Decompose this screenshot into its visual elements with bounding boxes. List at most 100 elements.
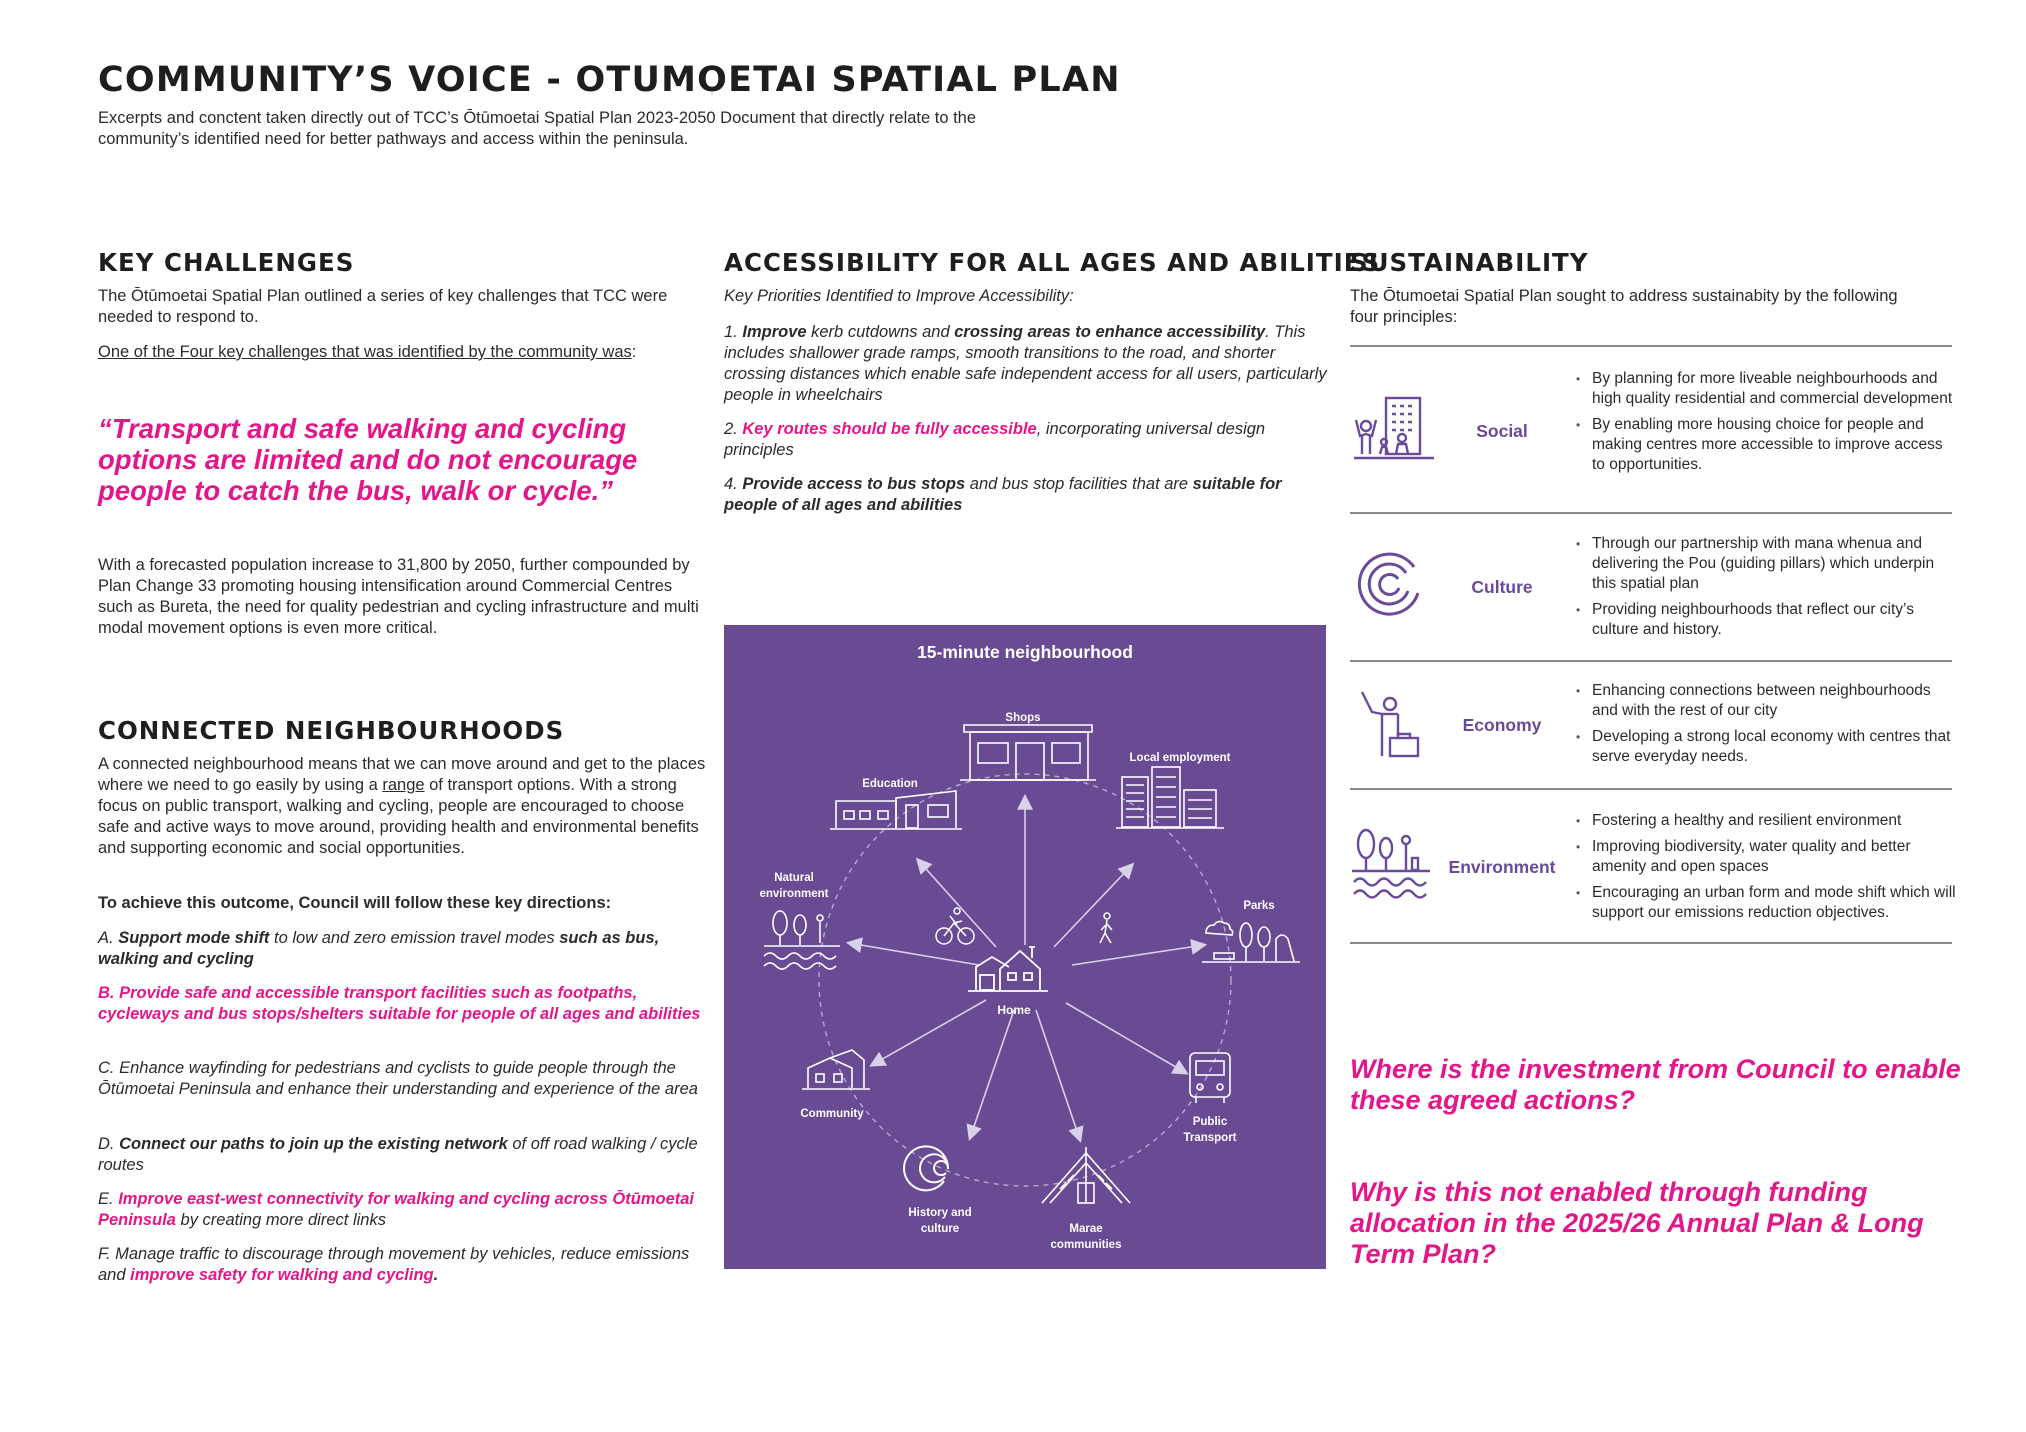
arrow-transport [1065, 1002, 1189, 1075]
divider [1350, 788, 1952, 790]
economy-icon [1360, 691, 1420, 758]
direction-f-pink: improve safety for walking and cycling [130, 1266, 434, 1284]
public-transport-icon [1189, 1052, 1231, 1103]
arrow-education [915, 857, 997, 948]
list-item: Improving biodiversity, water quality an… [1576, 837, 1956, 877]
diagram-title: 15-minute neighbourhood [917, 642, 1133, 662]
sustainability-label-social: Social [1476, 421, 1528, 441]
arrow-marae [1035, 1009, 1084, 1144]
priority-4-bold1: Provide access to bus stops [742, 475, 966, 493]
shops-label: Shops [1005, 712, 1040, 724]
social-icon [1354, 396, 1434, 460]
natural-environment-icon [763, 910, 840, 970]
page-title: COMMUNITY’S VOICE - OTUMOETAI SPATIAL PL… [98, 60, 1121, 100]
challenge-quote: “Transport and safe walking and cycling … [98, 413, 638, 506]
direction-a-bold2: such as bus, walking and cycling [98, 929, 660, 968]
natural-label-2: environment [759, 888, 828, 900]
cyclist-icon [935, 907, 975, 945]
marae-label-1: Marae [1069, 1223, 1102, 1235]
sustainability-label-environment: Environment [1448, 857, 1556, 877]
environment-bullets: Fostering a healthy and resilient enviro… [1576, 811, 1956, 929]
education-icon [830, 790, 962, 830]
list-item: Developing a strong local economy with c… [1576, 727, 1956, 767]
direction-c: C. Enhance wayfinding for pedestrians an… [98, 1059, 698, 1098]
priority-2: 2. Key routes should be fully accessible… [724, 419, 1334, 461]
sustainability-heading: SUSTAINABILITY [1350, 248, 1589, 277]
arrow-employment [1053, 862, 1135, 948]
public-label-1: Public [1193, 1116, 1228, 1128]
direction-e-pink: Improve east-west connectivity for walki… [98, 1190, 695, 1229]
list-item: By planning for more liveable neighbourh… [1576, 369, 1956, 409]
connected-paragraph: A connected neighbourhood means that we … [98, 754, 708, 859]
list-item: Through our partnership with mana whenua… [1576, 534, 1956, 594]
priority-2-num: 2. [724, 420, 743, 438]
connected-para-range: range [382, 776, 425, 794]
environment-icon [1352, 828, 1430, 899]
home-icon [968, 946, 1048, 992]
shops-icon [960, 724, 1096, 781]
neighbourhood-diagram-svg: 15-minute neighbourhood [759, 642, 1300, 1251]
list-item: By enabling more housing choice for peop… [1576, 415, 1956, 475]
marae-icon [1041, 1147, 1131, 1204]
identified-underlined: One of the Four key challenges that was … [98, 343, 632, 361]
directions-intro: To achieve this outcome, Council will fo… [98, 894, 612, 912]
connected-para-a: A connected neighbourhood means that we … [98, 755, 706, 794]
culture-icon [1357, 552, 1420, 616]
direction-e: E. Improve east-west connectivity for wa… [98, 1189, 708, 1231]
direction-d: D. Connect our paths to join up the exis… [98, 1134, 708, 1176]
question-investment: Where is the investment from Council to … [1350, 1054, 1961, 1115]
priority-4-num: 4. [724, 475, 743, 493]
neighbourhood-diagram: 15-minute neighbourhood [724, 625, 1326, 1269]
forecast-text: With a forecasted population increase to… [98, 556, 699, 637]
divider [1350, 942, 1952, 944]
direction-b: B. Provide safe and accessible transport… [98, 984, 701, 1023]
identified-colon: : [631, 343, 637, 361]
direction-a-mid: to low and zero emission travel modes [269, 929, 560, 947]
community-icon [802, 1049, 870, 1090]
connected-para-b: of transport options. With a strong focu… [98, 776, 699, 857]
divider [1350, 345, 1952, 347]
arrow-natural [845, 937, 980, 966]
divider [1350, 660, 1952, 662]
priority-4-text1: and bus stop facilities that are [965, 475, 1193, 493]
local-employment-icon [1116, 766, 1224, 829]
direction-f-end: . [433, 1266, 439, 1284]
history-culture-icon [903, 1145, 950, 1192]
priority-1-bold1: Improve [742, 323, 807, 341]
direction-e-rest: by creating more direct links [175, 1211, 386, 1229]
priority-2-pink: Key routes should be fully accessible [742, 420, 1037, 438]
local-employment-label: Local employment [1130, 752, 1231, 764]
orbit-circle [818, 773, 1232, 1187]
priority-1-num: 1. [724, 323, 743, 341]
marae-label-2: communities [1051, 1239, 1122, 1251]
key-challenges-heading: KEY CHALLENGES [98, 248, 355, 277]
arrow-community [869, 999, 987, 1067]
economy-bullets: Enhancing connections between neighbourh… [1576, 681, 1956, 773]
sustainability-intro: The Ōtumoetai Spatial Plan sought to add… [1350, 287, 1898, 326]
priority-2-rest: , incorporating universal design princip… [724, 420, 1266, 459]
arrow-parks [1071, 939, 1208, 966]
direction-a-bold1: Support mode shift [118, 929, 270, 947]
accessibility-heading: ACCESSIBILITY FOR ALL AGES AND ABILITIES [724, 248, 1381, 277]
parks-icon [1202, 920, 1300, 963]
priority-4-bold2: suitable for people of all ages and abil… [724, 475, 1282, 514]
history-label-1: History and [908, 1207, 971, 1219]
home-label: Home [997, 1003, 1031, 1017]
priority-4: 4. Provide access to bus stops and bus s… [724, 474, 1334, 516]
public-label-2: Transport [1183, 1132, 1236, 1144]
list-item: Providing neighbourhoods that reflect ou… [1576, 600, 1956, 640]
natural-label-1: Natural [774, 872, 814, 884]
connected-heading: CONNECTED NEIGHBOURHOODS [98, 716, 565, 745]
sustainability-label-economy: Economy [1462, 715, 1542, 735]
direction-f: F. Manage traffic to discourage through … [98, 1244, 708, 1286]
question-funding: Why is this not enabled through funding … [1350, 1177, 1924, 1269]
community-label: Community [800, 1108, 864, 1120]
intro-text: Excerpts and conctent taken directly out… [98, 109, 977, 148]
direction-d-bold: Connect our paths to join up the existin… [119, 1135, 508, 1153]
history-label-2: culture [921, 1223, 959, 1235]
direction-d-prefix: D. [98, 1135, 120, 1153]
priority-1-bold2: crossing areas to enhance accessibility [954, 323, 1266, 341]
list-item: Encouraging an urban form and mode shift… [1576, 883, 1956, 923]
direction-a: A. Support mode shift to low and zero em… [98, 928, 708, 970]
arrow-history [966, 1009, 1015, 1142]
